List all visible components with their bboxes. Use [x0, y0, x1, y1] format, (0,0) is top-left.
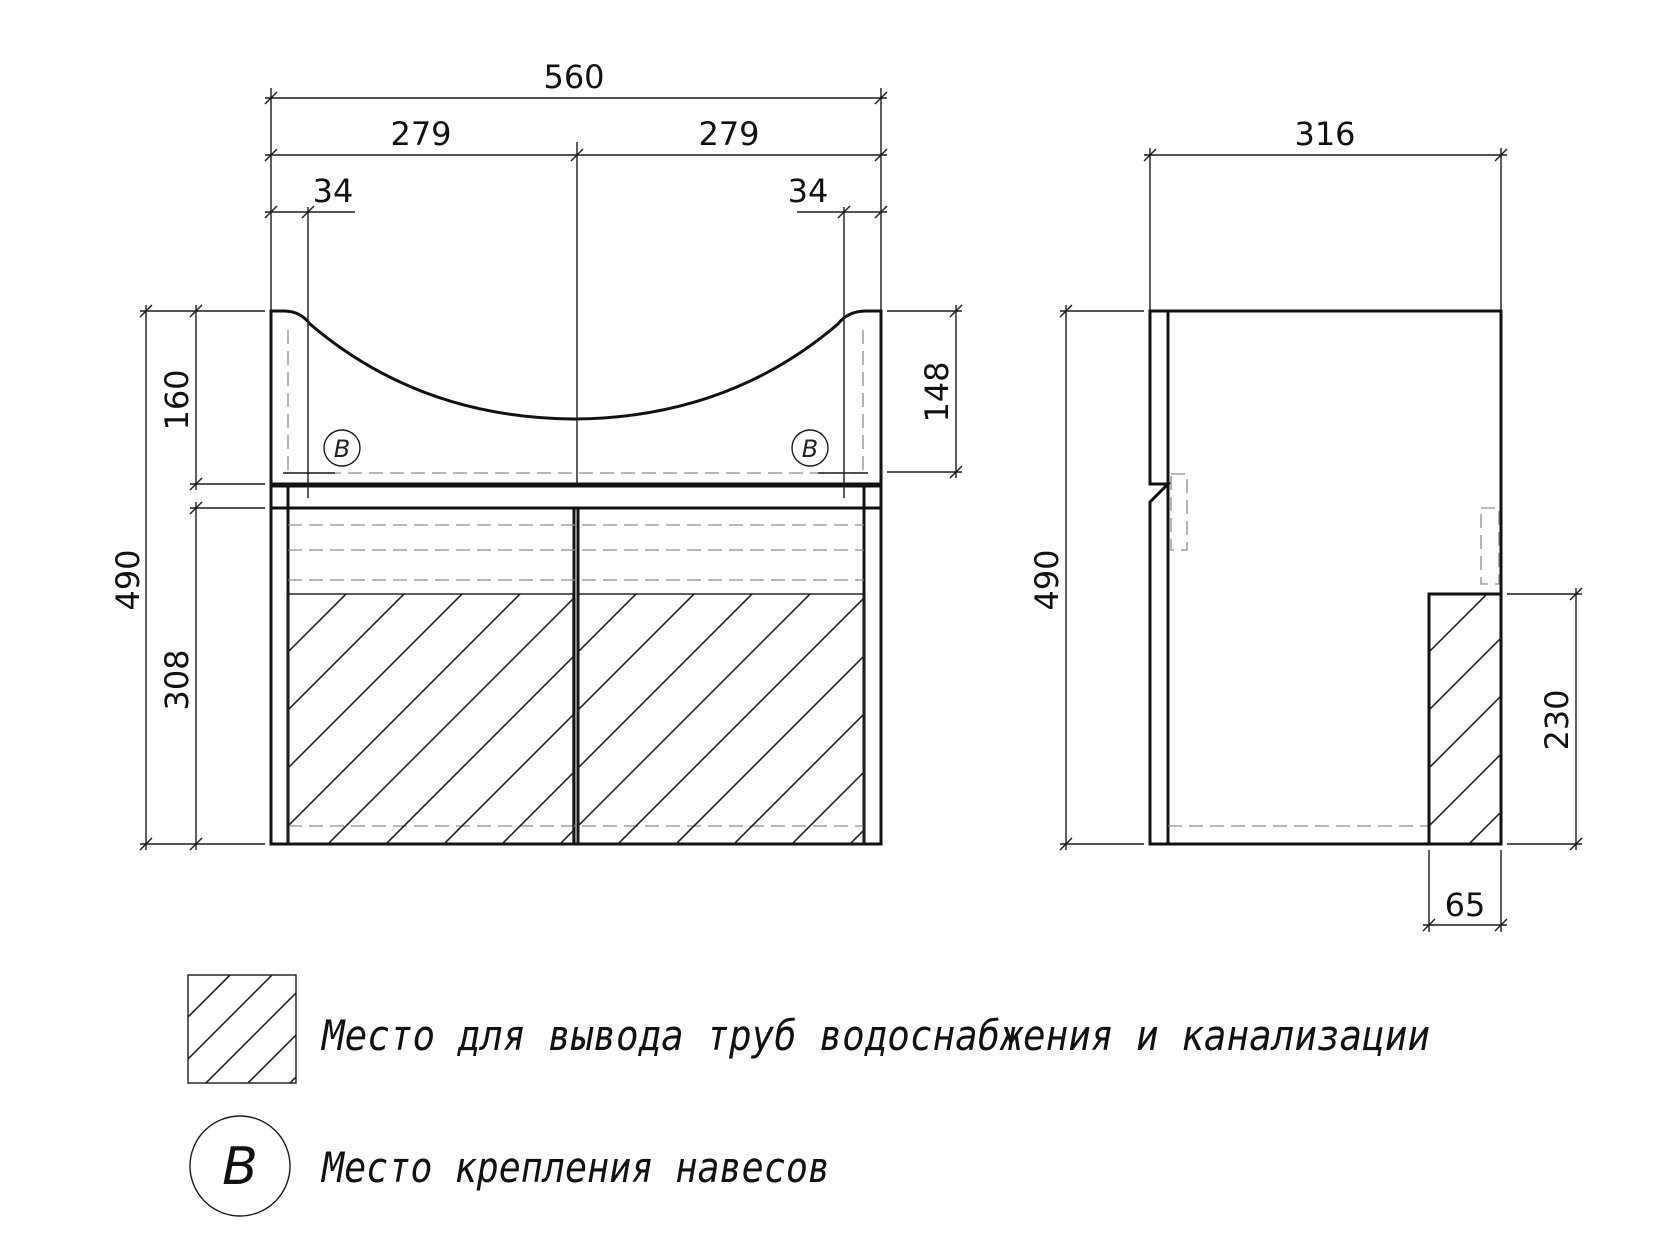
- hatch-line: [908, 594, 1158, 844]
- legend-hatch-symbol: [187, 974, 297, 1084]
- legend-mount-symbol-label: B: [222, 1137, 258, 1197]
- hatch-line: [501, 771, 573, 844]
- dim-tick: [1059, 304, 1073, 318]
- hatch-line: [1082, 594, 1332, 844]
- dim-tick: [1494, 148, 1508, 162]
- hatch-line: [188, 975, 189, 977]
- hatch-line: [288, 594, 347, 654]
- dim-side-depth: 316: [1294, 115, 1355, 153]
- dim-tick: [949, 465, 963, 479]
- pipe-zone-left: [287, 593, 574, 845]
- hatch-line: [1429, 594, 1488, 654]
- side-view: 316 490 230 65: [1028, 115, 1680, 932]
- cabinet-body: [269, 484, 883, 846]
- front-view: B B 560 279 279 34 34 490: [109, 58, 1332, 851]
- hatch-line: [578, 594, 753, 770]
- side-pipe-zone-hatch: [1429, 594, 1680, 844]
- hatch-line: [578, 594, 695, 712]
- hatch-line: [247, 1033, 296, 1083]
- dim-tick: [1059, 837, 1073, 851]
- hatch-line: [188, 975, 273, 1061]
- dim-cabinet-height: 308: [158, 649, 196, 710]
- dim-tick: [139, 304, 153, 318]
- legend-pipe-zone-text: Место для вывода труб водоснабжения и ка…: [320, 1011, 1430, 1060]
- dim-tick: [837, 205, 851, 219]
- hatch-line: [1429, 752, 1501, 828]
- dim-tick: [570, 148, 584, 162]
- side-pipe-zone: [1427, 592, 1503, 846]
- door-left: [286, 506, 576, 846]
- dim-tick: [264, 91, 278, 105]
- dim-left-half: 279: [390, 115, 451, 153]
- dim-tick: [1569, 837, 1583, 851]
- legend-mount-text: Место крепления навесов: [320, 1143, 830, 1192]
- legend: Место для вывода труб водоснабжения и ка…: [187, 974, 1430, 1217]
- hatch-line: [733, 712, 864, 844]
- hatch-line: [791, 770, 864, 844]
- legend-hatch-lines: [188, 975, 296, 1083]
- hatch-line: [966, 594, 1216, 844]
- legend-mount-symbol: [189, 1115, 291, 1217]
- hatch-line: [327, 597, 573, 844]
- dim-offset-left: 34: [313, 172, 354, 210]
- hatch-line: [385, 655, 573, 844]
- dim-pipe-zone-depth: 65: [1445, 886, 1486, 924]
- hatch-line: [288, 594, 405, 712]
- hatch-line: [849, 828, 864, 844]
- mount-marker-left: [323, 429, 361, 467]
- mount-marker-right-label: B: [802, 435, 818, 463]
- hatch-line: [188, 975, 231, 1019]
- dim-basin-depth-right: 148: [918, 361, 956, 422]
- dim-tick: [1422, 918, 1436, 932]
- dim-tick: [264, 205, 278, 219]
- dim-total-height: 490: [109, 549, 147, 610]
- hatch-line: [617, 596, 864, 844]
- hinge-box-left: [1170, 473, 1188, 551]
- side-front-strip: [1148, 309, 1172, 846]
- dim-tick: [874, 205, 888, 219]
- dim-right-half: 279: [698, 115, 759, 153]
- hinge-box-right: [1480, 507, 1500, 585]
- dim-tick: [949, 304, 963, 318]
- hatch-line: [1585, 594, 1680, 844]
- dim-tick: [189, 501, 203, 515]
- dim-tick: [1494, 918, 1508, 932]
- door-right: [576, 506, 866, 846]
- hatch-line: [1643, 594, 1680, 844]
- pipe-zone-right-hatch: [578, 594, 1332, 844]
- hatch-line: [288, 594, 521, 828]
- dim-tick: [264, 148, 278, 162]
- dim-tick: [301, 205, 315, 219]
- hatch-line: [1429, 594, 1430, 596]
- dim-pipe-zone-height: 230: [1538, 689, 1576, 750]
- hatch-line: [578, 594, 637, 654]
- dim-tick: [189, 837, 203, 851]
- dim-tick: [189, 304, 203, 318]
- hatch-line: [1429, 694, 1501, 770]
- mount-marker-right: [791, 429, 829, 467]
- dim-tick: [874, 91, 888, 105]
- dim-tick: [1143, 148, 1157, 162]
- hatch-line: [1429, 636, 1501, 712]
- hatch-line: [443, 713, 573, 844]
- dim-side-height: 490: [1028, 549, 1066, 610]
- hatch-line: [288, 594, 463, 770]
- side-body: [1166, 309, 1503, 846]
- dim-tick: [139, 837, 153, 851]
- basin-outline: [269, 309, 883, 486]
- hatch-line: [675, 654, 864, 844]
- dim-tick: [189, 477, 203, 491]
- pipe-zone-left-hatch: [288, 594, 573, 844]
- dim-tick: [874, 148, 888, 162]
- hatch-line: [578, 594, 811, 828]
- dim-basin-depth-left: 160: [158, 369, 196, 430]
- dim-overall-width: 560: [543, 58, 604, 96]
- dim-tick: [1569, 587, 1583, 601]
- hatch-line: [205, 991, 296, 1083]
- pipe-zone-right: [577, 593, 865, 845]
- mount-marker-left-label: B: [334, 435, 350, 463]
- hatch-line: [288, 594, 289, 596]
- dim-offset-right: 34: [788, 172, 829, 210]
